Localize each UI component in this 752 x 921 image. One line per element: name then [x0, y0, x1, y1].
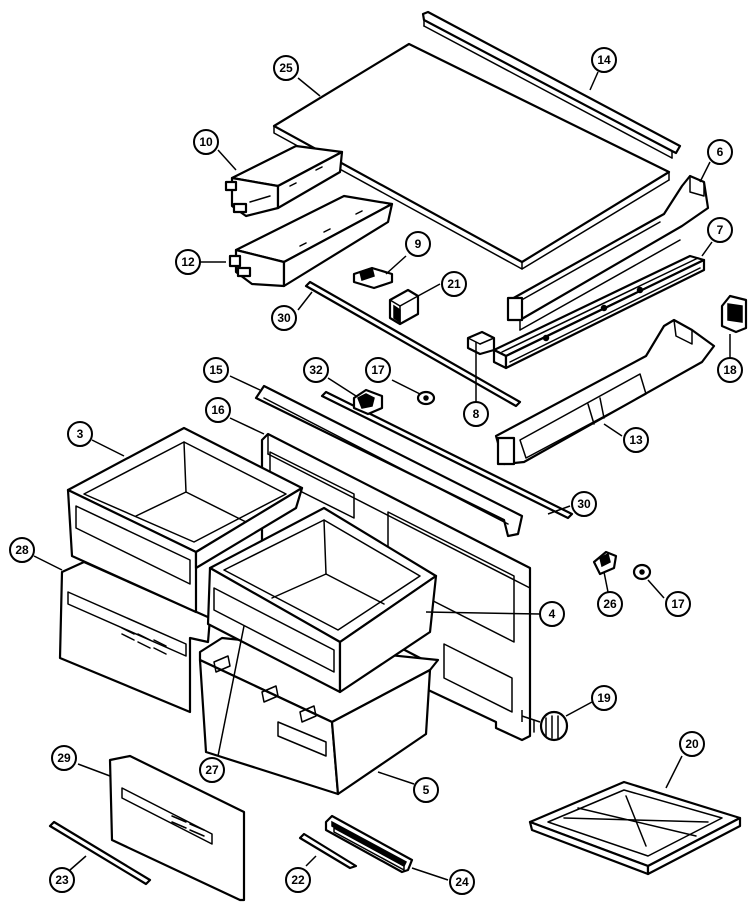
callout-16: 16 [205, 397, 231, 423]
shelf-rail-right [506, 174, 710, 331]
svg-text:14: 14 [597, 53, 611, 67]
callout-10: 10 [193, 129, 219, 155]
callout-29: 29 [51, 745, 77, 771]
mounting-block [388, 288, 420, 326]
callout-25: 25 [273, 55, 299, 81]
callout-28: 28 [9, 537, 35, 563]
callout-5: 5 [413, 777, 439, 803]
svg-text:32: 32 [309, 363, 323, 377]
shelf-trim-strip [421, 10, 682, 159]
svg-text:12: 12 [181, 255, 195, 269]
leader-lines [33, 71, 731, 881]
callout-27: 27 [199, 757, 225, 783]
support-rod-upper [304, 280, 522, 408]
svg-text:4: 4 [549, 607, 556, 621]
shelf-support-upper [224, 144, 344, 218]
screw-lower [632, 563, 652, 581]
svg-text:22: 22 [291, 873, 305, 887]
svg-text:6: 6 [717, 145, 724, 159]
shelf-rail-track [492, 254, 706, 370]
drip-tray [528, 780, 742, 876]
svg-text:17: 17 [371, 363, 385, 377]
rail-bracket [720, 294, 748, 334]
svg-text:29: 29 [57, 751, 71, 765]
callout-20: 20 [679, 731, 705, 757]
front-trim-strip [254, 384, 524, 538]
crisper-drawer-upper-left [66, 426, 304, 614]
grille-trim [298, 832, 358, 870]
svg-text:25: 25 [279, 61, 293, 75]
callout-19: 19 [591, 685, 617, 711]
svg-text:30: 30 [577, 497, 591, 511]
panel-trim-strip [48, 820, 152, 886]
svg-text:26: 26 [603, 597, 617, 611]
drawer-front-panel [108, 754, 246, 902]
shelf-support-lower [228, 194, 394, 288]
callout-17-lower: 17 [665, 591, 691, 617]
callout-30-upper: 30 [271, 305, 297, 331]
callout-22: 22 [285, 867, 311, 893]
svg-text:7: 7 [717, 223, 724, 237]
callout-7: 7 [707, 217, 733, 243]
callout-14: 14 [591, 47, 617, 73]
svg-text:27: 27 [205, 763, 219, 777]
callout-18: 18 [717, 357, 743, 383]
callout-32: 32 [303, 357, 329, 383]
svg-text:8: 8 [473, 407, 480, 421]
svg-text:19: 19 [597, 691, 611, 705]
crisper-drawer-front-center [206, 506, 438, 694]
svg-text:9: 9 [415, 237, 422, 251]
callout-23: 23 [49, 867, 75, 893]
svg-text:15: 15 [209, 363, 223, 377]
rail-end-cap [466, 330, 496, 356]
callout-12: 12 [175, 249, 201, 275]
glass-shelf [272, 42, 671, 270]
callout-3: 3 [67, 421, 93, 447]
svg-text:10: 10 [199, 135, 213, 149]
svg-text:13: 13 [629, 433, 643, 447]
svg-text:21: 21 [447, 277, 461, 291]
control-knob [533, 710, 569, 742]
svg-text:20: 20 [685, 737, 699, 751]
callout-24: 24 [449, 869, 475, 895]
callout-26: 26 [597, 591, 623, 617]
shelf-rail-lower [494, 318, 716, 466]
svg-text:16: 16 [211, 403, 225, 417]
callout-17-upper: 17 [365, 357, 391, 383]
callout-15: 15 [203, 357, 229, 383]
trim-clip [352, 388, 384, 416]
callout-13: 13 [623, 427, 649, 453]
svg-text:24: 24 [455, 875, 469, 889]
callout-21: 21 [441, 271, 467, 297]
vent-grille [324, 814, 414, 874]
svg-text:5: 5 [423, 783, 430, 797]
svg-text:17: 17 [671, 597, 685, 611]
callout-8: 8 [463, 401, 489, 427]
callout-4: 4 [539, 601, 565, 627]
callout-9: 9 [405, 231, 431, 257]
support-rod-lower [320, 390, 574, 520]
svg-text:30: 30 [277, 311, 291, 325]
cover-clip [592, 550, 618, 576]
screw-upper [416, 390, 436, 406]
shelf-clip [352, 266, 394, 290]
svg-text:28: 28 [15, 543, 29, 557]
svg-text:23: 23 [55, 873, 69, 887]
svg-text:18: 18 [723, 363, 737, 377]
svg-text:3: 3 [77, 427, 84, 441]
callout-30-lower: 30 [571, 491, 597, 517]
callout-6: 6 [707, 139, 733, 165]
